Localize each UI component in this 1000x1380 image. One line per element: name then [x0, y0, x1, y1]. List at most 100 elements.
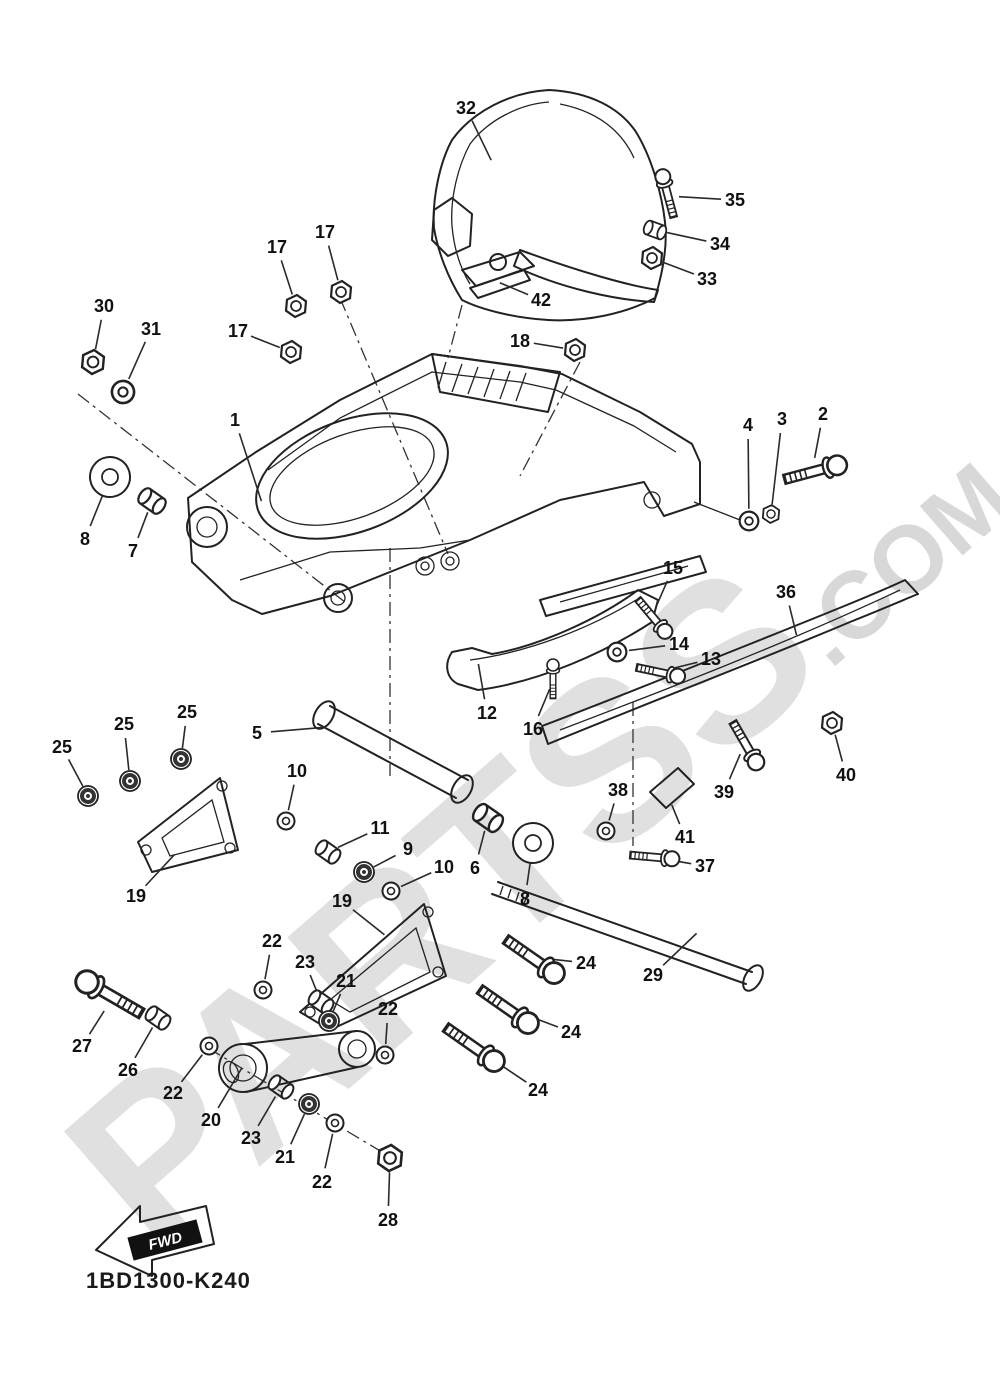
callout-24[interactable]: 24 [576, 953, 596, 973]
callout-30[interactable]: 30 [94, 296, 114, 316]
part-grommet-glyph [119, 770, 141, 792]
callout-16[interactable]: 16 [523, 719, 543, 739]
chain-guide-12 [446, 555, 707, 691]
callout-39[interactable]: 39 [714, 782, 734, 802]
callout-24[interactable]: 24 [528, 1080, 548, 1100]
callout-31[interactable]: 31 [141, 319, 161, 339]
part-collar-glyph [471, 802, 505, 834]
callout-32[interactable]: 32 [456, 98, 476, 118]
leader-line-22 [180, 1054, 203, 1083]
relay-bracket-19a [137, 777, 239, 873]
callout-17[interactable]: 17 [267, 237, 287, 257]
callout-4[interactable]: 4 [743, 415, 753, 435]
part-collar-glyph [642, 219, 668, 241]
callout-14[interactable]: 14 [669, 634, 689, 654]
callout-20[interactable]: 20 [201, 1110, 221, 1130]
leader-line-10 [287, 784, 295, 811]
part-bolt-glyph [501, 933, 566, 985]
leader-line-22 [324, 1133, 334, 1169]
callout-26[interactable]: 26 [118, 1060, 138, 1080]
callout-25[interactable]: 25 [114, 714, 134, 734]
callout-19[interactable]: 19 [332, 891, 352, 911]
callout-23[interactable]: 23 [295, 952, 315, 972]
callout-19[interactable]: 19 [126, 886, 146, 906]
callout-21[interactable]: 21 [336, 971, 356, 991]
callout-17[interactable]: 17 [228, 321, 248, 341]
leader-line-25 [67, 758, 84, 787]
callout-22[interactable]: 22 [312, 1172, 332, 1192]
leader-line-40 [834, 734, 844, 762]
callout-8[interactable]: 8 [80, 529, 90, 549]
callout-38[interactable]: 38 [608, 780, 628, 800]
callout-15[interactable]: 15 [663, 558, 683, 578]
callout-29[interactable]: 29 [643, 965, 663, 985]
leader-line-20 [217, 1067, 243, 1109]
callout-9[interactable]: 9 [403, 839, 413, 859]
callout-22[interactable]: 22 [378, 999, 398, 1019]
leader-line-9 [373, 854, 396, 868]
leader-line-4 [747, 438, 750, 509]
callout-42[interactable]: 42 [531, 290, 551, 310]
callout-35[interactable]: 35 [725, 190, 745, 210]
leader-line-3 [771, 432, 782, 505]
leader-line-16 [537, 688, 551, 717]
callout-22[interactable]: 22 [163, 1083, 183, 1103]
callout-5[interactable]: 5 [252, 723, 262, 743]
callout-7[interactable]: 7 [128, 541, 138, 561]
callout-10[interactable]: 10 [434, 857, 454, 877]
callout-8[interactable]: 8 [520, 889, 530, 909]
callout-27[interactable]: 27 [72, 1036, 92, 1056]
part-washer-glyph [606, 641, 628, 663]
leader-line-12 [477, 663, 486, 700]
part-bolt-glyph [628, 849, 681, 868]
part-bolt-glyph [475, 983, 540, 1035]
leader-line-26 [134, 1027, 154, 1059]
part-nut-glyph [761, 503, 781, 525]
callout-36[interactable]: 36 [776, 582, 796, 602]
pivot-shaft-29 [491, 881, 764, 992]
callout-25[interactable]: 25 [52, 737, 72, 757]
callout-12[interactable]: 12 [477, 703, 497, 723]
part-grommet-glyph [298, 1093, 320, 1115]
callout-6[interactable]: 6 [470, 858, 480, 878]
part-grommet-glyph [77, 785, 99, 807]
callout-33[interactable]: 33 [697, 269, 717, 289]
callout-24[interactable]: 24 [561, 1022, 581, 1042]
part-bolt-glyph [74, 969, 147, 1020]
part-washerlg-glyph [512, 822, 554, 864]
swingarm-1 [186, 353, 741, 615]
part-washer-glyph [738, 510, 760, 532]
callout-17[interactable]: 17 [315, 222, 335, 242]
part-bolt-glyph [634, 662, 687, 685]
callout-3[interactable]: 3 [777, 409, 787, 429]
callout-37[interactable]: 37 [695, 856, 715, 876]
callout-23[interactable]: 23 [241, 1128, 261, 1148]
leader-line-2 [813, 427, 822, 459]
callout-18[interactable]: 18 [510, 331, 530, 351]
watermark-main: PARTSS [20, 516, 861, 1294]
part-washer-glyph [110, 379, 136, 405]
callout-40[interactable]: 40 [836, 765, 856, 785]
leader-line-31 [128, 341, 147, 380]
callout-1[interactable]: 1 [230, 410, 240, 430]
callout-11[interactable]: 11 [370, 818, 389, 838]
callout-25[interactable]: 25 [177, 702, 197, 722]
callout-28[interactable]: 28 [378, 1210, 398, 1230]
callout-22[interactable]: 22 [262, 931, 282, 951]
callout-21[interactable]: 21 [275, 1147, 295, 1167]
leader-line-5 [270, 726, 327, 733]
callout-10[interactable]: 10 [287, 761, 307, 781]
callout-2[interactable]: 2 [818, 404, 828, 424]
callout-34[interactable]: 34 [710, 234, 730, 254]
leader-line-17 [280, 260, 294, 295]
part-bolt-glyph [728, 718, 766, 772]
callout-41[interactable]: 41 [675, 827, 695, 847]
leader-line-6 [477, 830, 486, 855]
callout-13[interactable]: 13 [701, 649, 721, 669]
leader-line-39 [728, 753, 741, 780]
leader-line-17 [327, 245, 339, 281]
leader-line-27 [88, 1010, 105, 1035]
part-washer-glyph [381, 881, 401, 901]
